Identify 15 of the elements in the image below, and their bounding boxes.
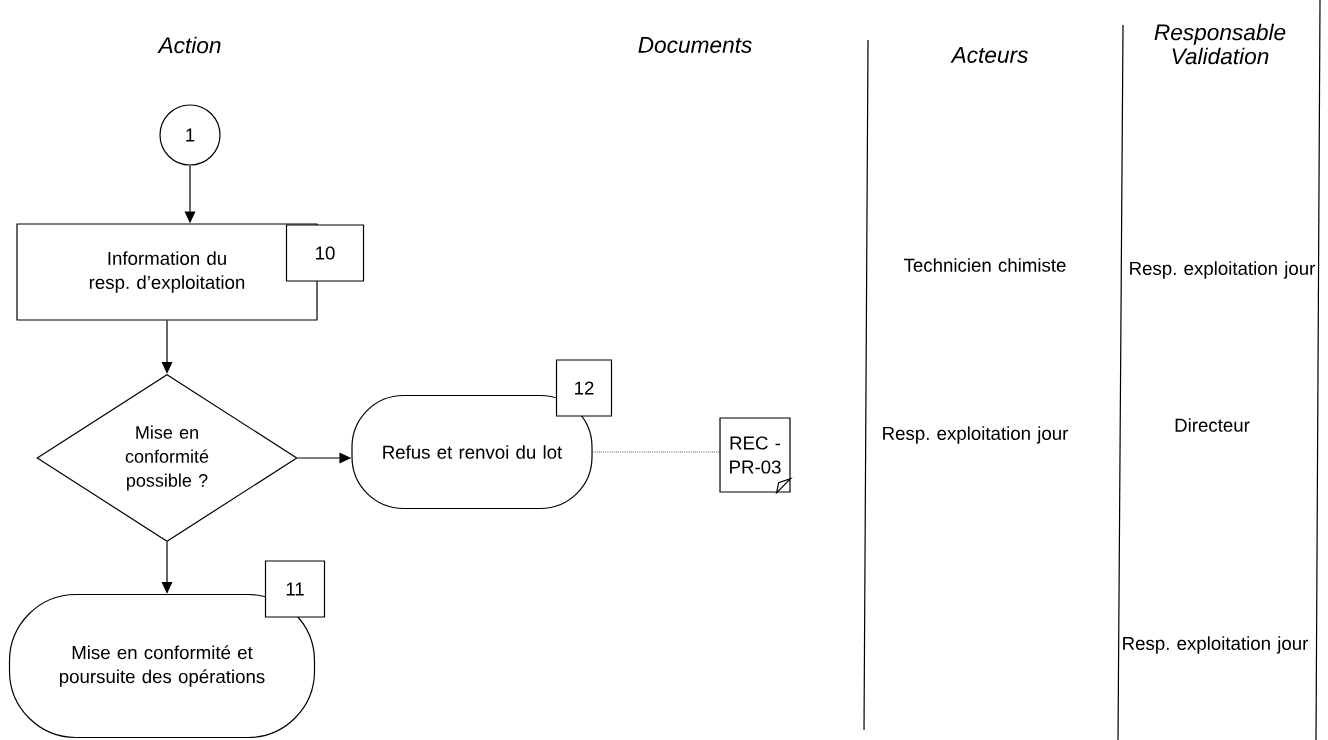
actor-text: Resp. exploitation jour — [883, 426, 1069, 444]
col-header: Action — [157, 36, 221, 54]
validator-text: Resp. exploitation jour — [1123, 636, 1309, 654]
step-number-box: 10 — [285, 224, 365, 282]
step-number-box: 11 — [264, 560, 326, 618]
col-header: Documents — [638, 37, 752, 53]
col-header: Responsable Validation — [1154, 23, 1286, 65]
col-header: Acteurs — [950, 47, 1028, 63]
validator-text: Directeur — [1175, 418, 1250, 432]
validator-text: Resp. exploitation jour — [1130, 261, 1316, 279]
connector-line — [592, 451, 720, 453]
actor-text: Technicien chimiste — [904, 258, 1066, 272]
step-number-box: 12 — [555, 359, 613, 417]
arrow — [161, 320, 173, 374]
arrow — [161, 541, 173, 594]
